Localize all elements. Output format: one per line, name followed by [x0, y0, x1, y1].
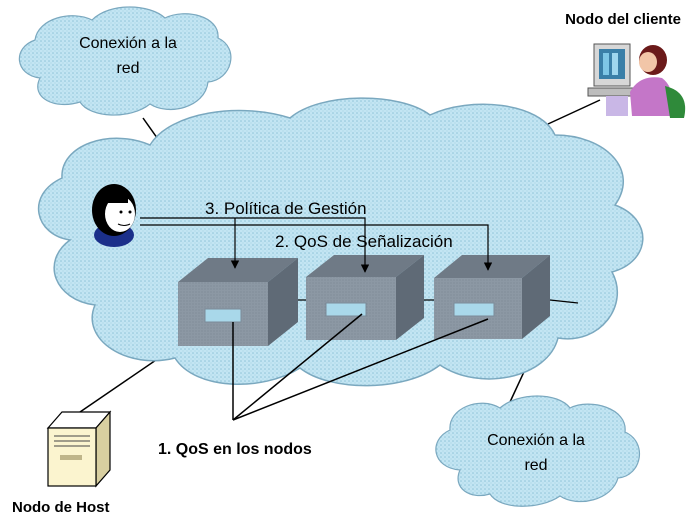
router-box-3-slot [453, 302, 495, 317]
router-box-1 [178, 258, 298, 346]
router-box-3 [434, 255, 550, 339]
link-box3-out [549, 299, 579, 304]
client-node-label: Nodo del cliente [565, 11, 681, 28]
management-policy-label: 3. Política de Gestión [205, 199, 367, 218]
management-policy-arrows [140, 217, 370, 273]
cloud-bottom-right-line2: red [524, 457, 547, 474]
cloud-bottom-right: Conexión a la red [435, 395, 640, 507]
router-box-2-slot [325, 302, 367, 317]
host-node-label: Nodo de Host [12, 499, 110, 516]
signaling-qos-label: 2. QoS de Señalización [275, 232, 453, 251]
cloud-bottom-right-line1: Conexión a la [487, 432, 585, 449]
administrator-icon [92, 184, 136, 247]
link-client [547, 99, 601, 125]
cloud-top-left-line2: red [116, 60, 139, 77]
router-box-1-slot [204, 308, 242, 323]
node-qos-label: 1. QoS en los nodos [158, 441, 312, 458]
client-computer-icon [587, 43, 686, 118]
node-qos-pointers [232, 313, 489, 421]
signaling-qos-arrows [140, 224, 493, 271]
host-server-icon [46, 410, 112, 488]
router-box-2 [306, 255, 424, 340]
cloud-top-left-line1: Conexión a la [79, 35, 177, 52]
cloud-top-left: Conexión a la red [18, 6, 232, 116]
